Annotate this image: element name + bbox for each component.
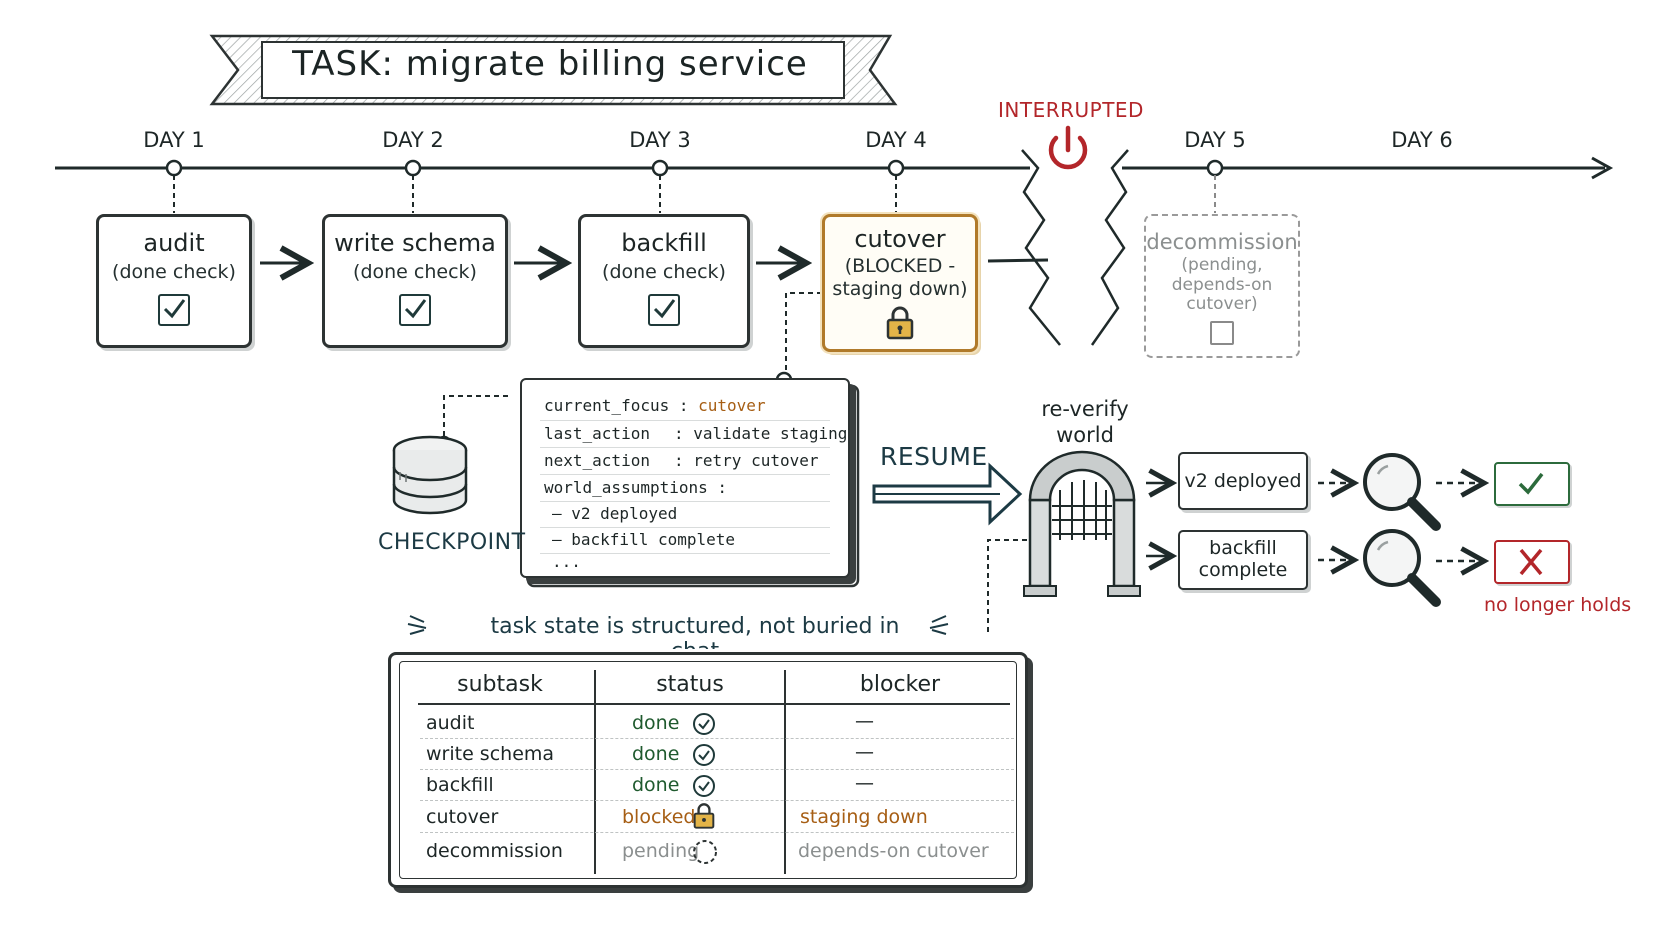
assumption-item: – backfill complete (552, 530, 736, 549)
magnifier-icon (1363, 529, 1441, 607)
day-label: DAY 1 (143, 128, 205, 152)
task-title: backfill (621, 229, 707, 257)
task-flow-arrows (260, 260, 1049, 263)
table-row-blocker: — (855, 772, 874, 794)
field-key: current_focus : (544, 396, 689, 415)
lock-icon (693, 803, 715, 829)
timeline (55, 149, 1614, 346)
field-value: : retry cutover (674, 451, 819, 470)
checkpoint-field: current_focus : cutover (544, 396, 766, 415)
column-header: subtask (457, 672, 543, 697)
field-value: : validate staging (674, 424, 848, 443)
table-row-subtask: backfill (426, 774, 494, 796)
task-title: audit (143, 229, 205, 257)
day-label: DAY 6 (1391, 128, 1453, 152)
break-zigzag-right (1090, 149, 1129, 346)
table-row-blocker: depends-on cutover (798, 840, 989, 862)
checkbox-checked-icon (399, 293, 431, 326)
fail-note: no longer holds (1484, 594, 1632, 616)
checkpoint-link-db (443, 395, 508, 440)
field-key: next_action (544, 451, 650, 470)
table-row-status: done (632, 774, 680, 796)
table-row-status: pending (622, 840, 700, 862)
day-label: DAY 5 (1184, 128, 1246, 152)
task-subtitle: (done check) (112, 261, 236, 283)
checkpoint-card: current_focus : cutover last_action : val… (520, 378, 850, 578)
column-header: blocker (859, 672, 941, 697)
checkpoint-field: next_action : retry cutover (544, 451, 819, 470)
task-subtitle: depends-on (1171, 274, 1273, 295)
table-row-blocker: — (855, 741, 874, 763)
table-row-subtask: write schema (426, 743, 555, 765)
table-row-subtask: audit (426, 712, 475, 734)
table-row-blocker: — (855, 710, 874, 732)
table-row-subtask: decommission (426, 840, 563, 862)
table-row-blocker: staging down (800, 806, 928, 828)
check-label: v2 deployed (1184, 470, 1302, 492)
task-subtitle: cutover) (1186, 294, 1258, 315)
checkpoint-label: CHECKPOINT (378, 530, 526, 555)
interrupted-label: INTERRUPTED (998, 98, 1144, 122)
check-backfill-complete: backfill complete (1178, 530, 1308, 590)
field-key: last_action (544, 424, 650, 443)
ellipsis: ... (552, 552, 581, 571)
database-icon (392, 435, 468, 515)
task-card-backfill: backfill (done check) (578, 214, 750, 348)
checkpoint-field: last_action : validate staging (544, 424, 847, 443)
checkbox-checked-icon (648, 293, 680, 326)
title-banner (209, 34, 898, 106)
fail-x-icon (1494, 540, 1570, 584)
check-circle-icon (693, 713, 715, 735)
day-label: DAY 2 (382, 128, 444, 152)
task-title: decommission (1146, 230, 1298, 254)
table-row-status: done (632, 743, 680, 765)
table-row-status: done (632, 712, 680, 734)
day-label: DAY 3 (629, 128, 691, 152)
lock-icon (886, 306, 914, 339)
magnifier-icon (1363, 453, 1441, 531)
table-row-status: blocked (622, 806, 696, 828)
task-state-table: subtask status blocker audit done — writ… (388, 652, 1028, 888)
resume-arrow (872, 462, 1023, 526)
pass-check-icon (1494, 462, 1570, 506)
resume-label: RESUME (880, 442, 988, 471)
pending-circle-icon (693, 840, 717, 864)
gateway-icon (1023, 450, 1141, 597)
task-subtitle: (BLOCKED - (844, 255, 956, 277)
field-key: world_assumptions : (544, 478, 728, 497)
checkbox-empty-icon (1210, 320, 1234, 345)
task-subtitle: (done check) (602, 261, 726, 283)
task-subtitle: (done check) (353, 261, 477, 283)
field-value: cutover (698, 396, 766, 415)
column-header: status (656, 672, 724, 697)
day-label: DAY 4 (865, 128, 927, 152)
check-v2-deployed: v2 deployed (1178, 452, 1308, 510)
check-circle-icon (693, 775, 715, 797)
task-card-write-schema: write schema (done check) (322, 214, 508, 348)
task-subtitle: (pending, (1181, 255, 1263, 275)
task-title: cutover (854, 225, 946, 253)
task-card-cutover: cutover (BLOCKED - staging down) (822, 214, 978, 352)
assumption-item: – v2 deployed (552, 504, 678, 523)
task-card-audit: audit (done check) (96, 214, 252, 348)
task-subtitle: staging down) (832, 277, 968, 300)
table-grid (418, 670, 1010, 874)
task-title: write schema (334, 229, 496, 257)
table-row-subtask: cutover (426, 806, 499, 828)
power-icon (1048, 125, 1088, 170)
caption-flourish (407, 615, 949, 635)
check-circle-icon (693, 744, 715, 766)
table-link-dashed (987, 539, 1028, 632)
checkpoint-field: world_assumptions : (544, 478, 727, 497)
checkbox-checked-icon (158, 293, 190, 326)
break-zigzag-left (1021, 149, 1061, 346)
task-card-decommission: decommission (pending, depends-on cutove… (1144, 214, 1300, 358)
check-label: backfill complete (1198, 537, 1288, 581)
page-title: TASK: migrate billing service (292, 44, 808, 84)
reverify-label: re-verify world (1041, 397, 1129, 448)
caption: task state is structured, not buried in … (490, 614, 900, 664)
